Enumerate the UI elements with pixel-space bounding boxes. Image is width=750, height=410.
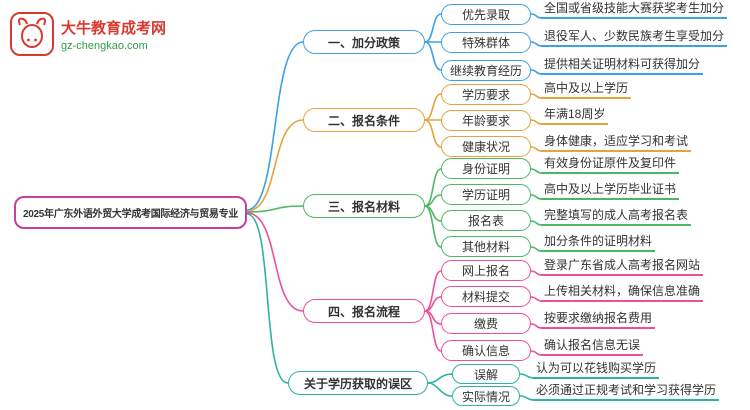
- site-logo: 大牛教育成考网 gz-chengkao.com: [10, 12, 166, 56]
- leaf-text-4-1: 登录广东省成人高考报名网站: [541, 258, 704, 276]
- leaf-text-5-1: 认为可以花钱购买学历: [533, 361, 660, 379]
- branch-node-1: 一、加分政策: [303, 30, 425, 54]
- root-topic: 2025年广东外语外贸大学成考国际经济与贸易专业: [14, 196, 247, 229]
- leaf-text-1-1: 全国或省级技能大赛获奖考生加分: [541, 1, 728, 19]
- sub-node-1-2: 特殊群体: [441, 32, 531, 53]
- sub-node-2-3: 健康状况: [441, 136, 531, 157]
- branch-node-5: 关于学历获取的误区: [288, 371, 428, 395]
- sub-node-4-1: 网上报名: [441, 260, 531, 281]
- leaf-text-3-1: 有效身份证原件及复印件: [541, 156, 680, 174]
- branch-5-connectors: [427, 373, 534, 401]
- site-name: 大牛教育成考网: [61, 19, 167, 37]
- sub-node-1-1: 优先录取: [441, 4, 531, 25]
- branch-node-4: 四、报名流程: [303, 299, 425, 323]
- sub-node-1-3: 继续教育经历: [441, 60, 531, 81]
- logo-text: 大牛教育成考网 gz-chengkao.com: [61, 17, 166, 52]
- leaf-text-4-3: 按要求缴纳报名费用: [541, 311, 656, 329]
- branch-node-3: 三、报名材料: [303, 194, 425, 218]
- leaf-text-2-2: 年满18周岁: [541, 107, 609, 125]
- leaf-text-3-3: 完整填写的成人高考报名表: [541, 208, 692, 226]
- sub-node-4-4: 确认信息: [441, 340, 531, 361]
- bull-logo-icon: [10, 12, 54, 56]
- sub-node-3-4: 其他材料: [441, 236, 531, 257]
- branch-node-2: 二、报名条件: [303, 108, 425, 132]
- branch-4-connectors: [424, 270, 542, 356]
- leaf-text-1-3: 提供相关证明材料可获得加分: [541, 57, 704, 75]
- sub-node-4-2: 材料提交: [441, 286, 531, 307]
- sub-node-2-1: 学历要求: [441, 84, 531, 105]
- leaf-text-2-1: 高中及以上学历: [541, 81, 632, 99]
- branch-1-connectors: [424, 13, 542, 75]
- branch-2-connectors: [424, 93, 542, 152]
- sub-node-3-3: 报名表: [441, 210, 531, 231]
- sub-node-5-1: 误解: [452, 364, 520, 384]
- branch-3-connectors: [424, 168, 542, 252]
- root-connectors: [246, 41, 304, 384]
- site-url: gz-chengkao.com: [61, 39, 148, 52]
- sub-node-2-2: 年龄要求: [441, 110, 531, 131]
- leaf-text-3-2: 高中及以上学历毕业证书: [541, 182, 680, 200]
- sub-node-3-1: 身份证明: [441, 158, 531, 179]
- leaf-text-5-2: 必须通过正规考试和学习获得学历: [533, 383, 720, 401]
- sub-node-4-3: 缴费: [441, 313, 531, 334]
- leaf-text-3-4: 加分条件的证明材料: [541, 234, 656, 252]
- leaf-text-4-4: 确认报名信息无误: [541, 338, 644, 356]
- sub-node-5-2: 实际情况: [452, 386, 520, 406]
- leaf-text-4-2: 上传相关材料，确保信息准确: [541, 284, 704, 302]
- sub-node-3-2: 学历证明: [441, 184, 531, 205]
- leaf-text-1-2: 退役军人、少数民族考生享受加分: [541, 29, 728, 47]
- leaf-text-2-3: 身体健康，适应学习和考试: [541, 134, 692, 152]
